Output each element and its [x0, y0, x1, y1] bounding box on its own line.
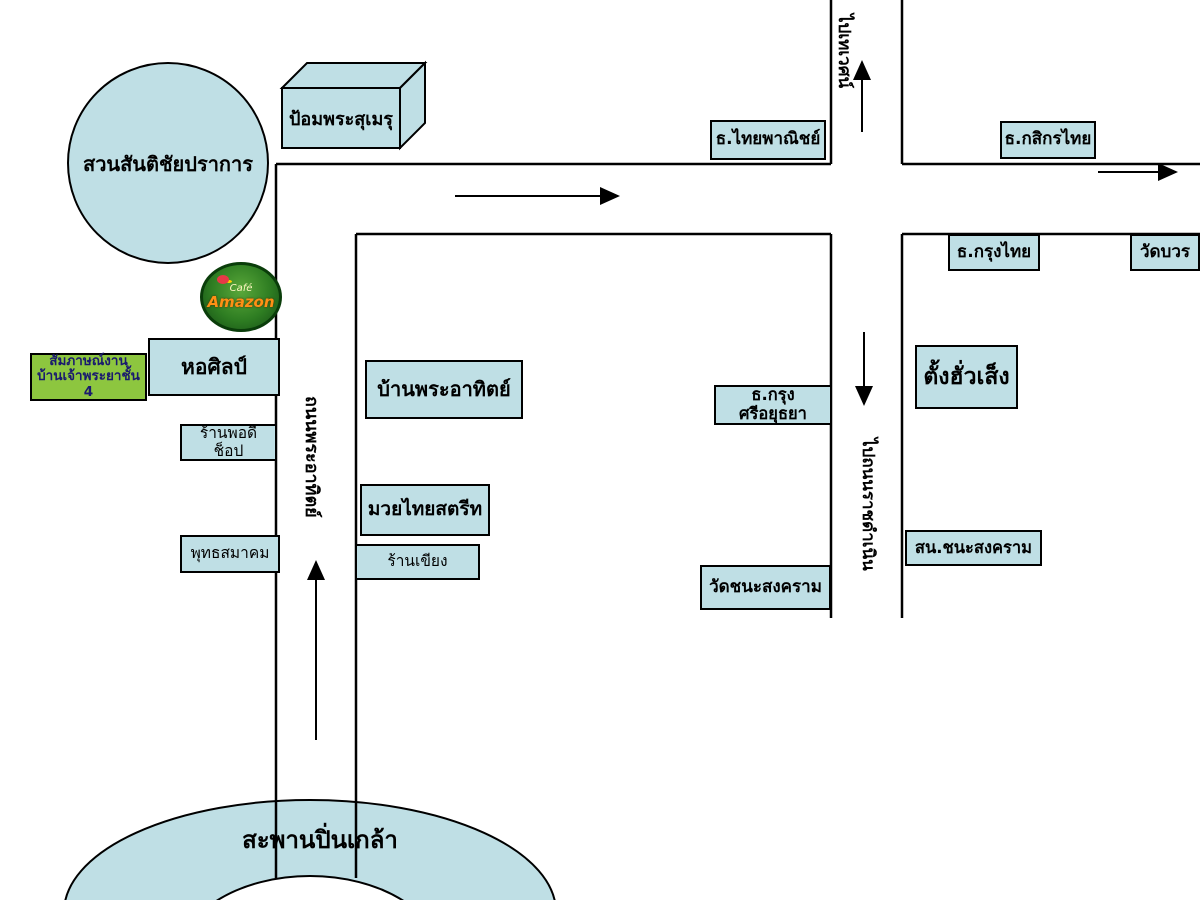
- interview-line2: บ้านเจ้าพระยาชั้น 4: [37, 368, 140, 400]
- landmark-wat-chana-songkhram: วัดชนะสงคราม: [700, 565, 831, 610]
- fort-label: ป้อมพระสุเมรุ: [289, 109, 393, 130]
- bridge-label: สะพานปิ่นเกล้า: [242, 826, 398, 854]
- parrot-icon: [217, 275, 229, 284]
- fort-box-front: [281, 87, 401, 149]
- landmark-ayudhya-bank: ธ.กรุงศรีอยุธยา: [714, 385, 832, 425]
- landmark-muay-thai-street: มวยไทยสตรีท: [360, 484, 490, 536]
- landmark-pordee-shop: ร้านพอดี ช็อป: [180, 424, 277, 461]
- road-label-to-ratchadamnoen: ไปถนนราชดำเนิน: [858, 438, 878, 571]
- park-label: สวนสันติชัยปราการ: [82, 152, 254, 176]
- landmark-scb-bank: ธ.ไทยพาณิชย์: [710, 120, 826, 160]
- landmark-tang-hua-seng: ตั้งฮั่วเส็ง: [915, 345, 1018, 409]
- interview-location-box: สัมภาษณ์งาน บ้านเจ้าพระยาชั้น 4: [30, 353, 147, 401]
- landmark-buddhist-assoc: พุทธสมาคม: [180, 535, 280, 573]
- interview-line1: สัมภาษณ์งาน: [49, 352, 128, 369]
- landmark-police-station: สน.ชนะสงคราม: [905, 530, 1042, 566]
- pinklao-bridge-shape: [64, 799, 556, 900]
- landmark-baan-phra-athit: บ้านพระอาทิตย์: [365, 360, 523, 419]
- cafe-amazon-logo: Café Amazon: [200, 262, 282, 332]
- landmark-kasikorn-bank: ธ.กสิกรไทย: [1000, 121, 1096, 159]
- landmark-krungthai-bank: ธ.กรุงไทย: [948, 234, 1040, 271]
- landmark-khiang-shop: ร้านเขียง: [355, 544, 480, 580]
- cafe-amazon-logo-brand-text: Amazon: [207, 292, 275, 311]
- cafe-amazon-logo-cafe-text: Café: [229, 282, 253, 294]
- road-label-phra-athit: ถนนพระอาทิตย์: [301, 396, 322, 518]
- landmark-wat-bowon: วัดบวร: [1130, 234, 1200, 271]
- park-circle: [67, 62, 269, 264]
- landmark-art-gallery: หอศิลป์: [148, 338, 280, 396]
- road-label-to-thewet: ไปเทเวศน์: [834, 14, 854, 89]
